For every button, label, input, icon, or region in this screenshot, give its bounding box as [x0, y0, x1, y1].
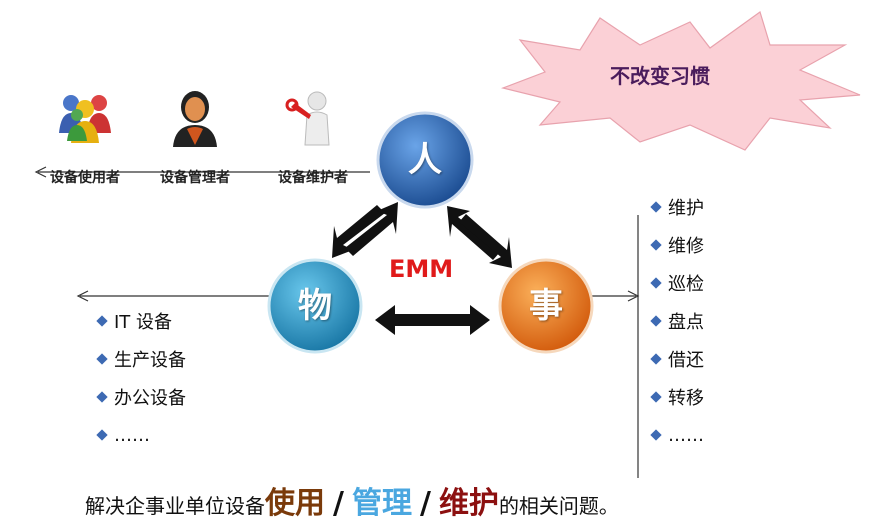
diamond-bullet-icon	[650, 315, 662, 327]
role-equipment-manager: 设备管理者	[140, 85, 250, 187]
role-equipment-maintainer: 设备维护者	[258, 85, 368, 187]
diamond-bullet-icon	[650, 239, 662, 251]
summary-maintain: 维护	[438, 486, 499, 521]
maintenance-worker-icon	[285, 91, 330, 146]
list-item: 办公设备	[96, 378, 186, 416]
diamond-bullet-icon	[96, 429, 108, 441]
list-item: 维修	[650, 226, 704, 264]
summary-use: 使用	[265, 486, 325, 521]
matter-circle	[498, 258, 594, 354]
diamond-bullet-icon	[650, 277, 662, 289]
list-item: 借还	[650, 340, 704, 378]
person-matter-double-arrow	[447, 206, 512, 268]
diamond-bullet-icon	[96, 315, 108, 327]
diamond-bullet-icon	[96, 391, 108, 403]
matter-node-label: 事	[529, 286, 563, 326]
starburst-shape	[500, 11, 861, 151]
thing-circle	[267, 258, 363, 354]
summary-manage: 管理	[351, 486, 412, 521]
list-item: 盘点	[650, 302, 704, 340]
role-label: 设备维护者	[278, 170, 348, 186]
thing-matter-double-arrow	[375, 305, 490, 335]
roles-arrowhead	[34, 166, 47, 178]
summary-suffix: 的相关问题。	[498, 494, 619, 518]
users-group-icon	[59, 95, 111, 143]
person-circle	[376, 111, 474, 209]
diamond-bullet-icon	[650, 353, 662, 365]
manager-icon	[173, 91, 217, 147]
role-label: 设备使用者	[50, 170, 120, 186]
role-label: 设备管理者	[160, 170, 230, 186]
diamond-bullet-icon	[650, 201, 662, 213]
person-thing-double-arrow	[332, 202, 398, 258]
assets-arrowhead	[76, 290, 89, 302]
emm-label: EMM	[389, 255, 454, 283]
callout-text: 不改变习惯	[610, 64, 710, 88]
list-item: 生产设备	[96, 340, 186, 378]
list-item: 维护	[650, 188, 704, 226]
list-item: 巡检	[650, 264, 704, 302]
diamond-bullet-icon	[650, 391, 662, 403]
person-node-label: 人	[408, 140, 442, 180]
role-equipment-user: 设备使用者	[30, 85, 140, 187]
summary-statement: 解决企事业单位设备使用/管理/维护的相关问题。	[85, 478, 619, 522]
tasks-list: 维护 维修 巡检 盘点 借还 转移 ……	[650, 188, 704, 454]
list-item: ……	[650, 416, 704, 454]
diamond-bullet-icon	[96, 353, 108, 365]
diamond-bullet-icon	[650, 429, 662, 441]
list-item: 转移	[650, 378, 704, 416]
summary-prefix: 解决企事业单位设备	[85, 494, 265, 518]
summary-slash: /	[333, 486, 344, 521]
list-item: ……	[96, 416, 186, 454]
thing-node-label: 物	[298, 286, 332, 326]
summary-slash: /	[419, 486, 431, 521]
assets-list: IT 设备 生产设备 办公设备 ……	[96, 302, 186, 454]
list-item: IT 设备	[96, 302, 186, 340]
